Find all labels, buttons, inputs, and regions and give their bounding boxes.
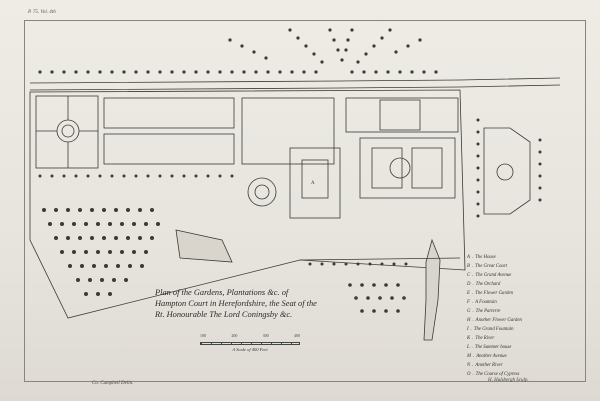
legend-item: B.The Great Court <box>467 264 507 269</box>
scale-tick: 300 <box>262 333 269 338</box>
title-line-2: Hampton Court in Herefordshire, the Seat… <box>155 299 317 308</box>
avenue-trees-top <box>38 70 438 74</box>
legend-item: F.A Fountain <box>467 300 497 305</box>
scale-bar <box>200 342 300 345</box>
legend: A.The House B.The Great Court C.The Gran… <box>467 253 579 379</box>
lower-avenue <box>299 257 461 261</box>
great-court <box>247 177 277 207</box>
title-line-3: Rt. Honourable The Lord Coningsby &c. <box>155 310 293 319</box>
west-parterre <box>35 95 99 169</box>
trees <box>38 28 542 313</box>
legend-item: N.Another River <box>467 363 503 368</box>
legend-item: O.The Course of Cypress <box>467 372 520 377</box>
river <box>423 238 441 341</box>
map-title: Plan of the Gardens, Plantations &c. of … <box>155 287 355 320</box>
legend-item: E.The Flower Garden <box>467 291 514 296</box>
scale-tick: 200 <box>231 333 238 338</box>
the-house <box>289 147 341 219</box>
garden-enclosure <box>29 89 466 319</box>
scale-tick: 100 <box>200 333 206 338</box>
legend-item: H.Another Flower Garden <box>467 318 522 323</box>
diagonal-avenue-trees <box>228 28 422 64</box>
legend-item: L.The Summer house <box>467 345 512 350</box>
title-line-1: Plan of the Gardens, Plantations &c. of <box>155 288 289 297</box>
legend-item: A.The House <box>467 255 496 260</box>
engraver-credit: H. Hulsbergh Sculp. <box>488 378 529 383</box>
plate-border <box>24 20 586 382</box>
legend-item: D.The Orchard <box>467 282 501 287</box>
svg-text:A: A <box>311 181 315 186</box>
orchard-beds <box>103 97 235 129</box>
flower-garden <box>359 137 456 199</box>
legend-item: I.The Grand Fountain <box>467 327 514 332</box>
scale-tick: 400 <box>293 333 300 338</box>
legend-item: C.The Grand Avenue <box>467 273 512 278</box>
legend-item: G.The Parterre <box>467 309 501 314</box>
summer-house-bastion <box>483 127 531 215</box>
scale-tick-labels: 100 200 300 400 <box>200 333 300 338</box>
legend-item: M.Another Avenue <box>467 354 507 359</box>
plate-reference: P. 75. Vol. 4th <box>28 10 56 15</box>
west-fountain <box>56 119 80 143</box>
grand-avenue-road <box>29 77 561 84</box>
delineator-credit: Co. Campbell Delin. <box>92 381 134 386</box>
orchard-trees <box>42 208 160 296</box>
scale-caption: A Scale of 400 Feet <box>232 347 268 352</box>
row-trees <box>38 118 542 313</box>
legend-item: K.The River <box>467 336 495 341</box>
canal <box>175 229 233 263</box>
